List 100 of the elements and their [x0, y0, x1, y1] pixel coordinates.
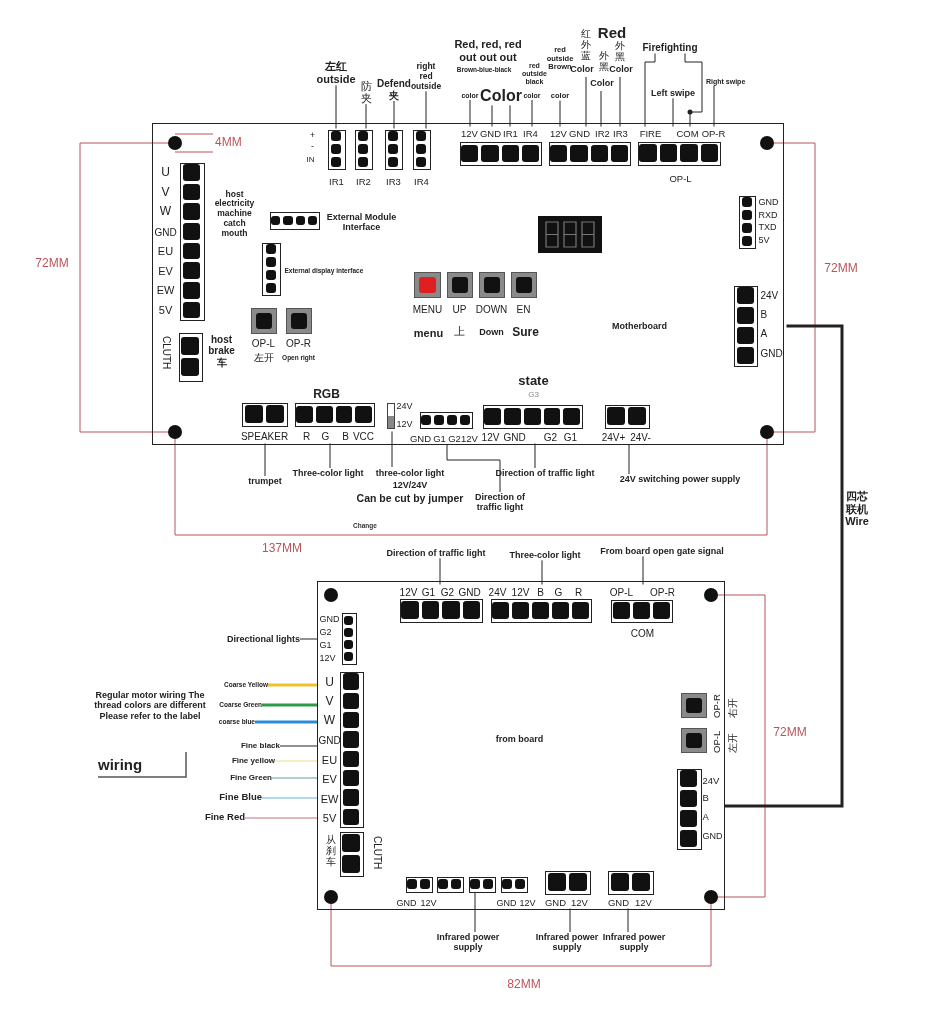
- pin-label: G: [554, 586, 563, 598]
- annotation-text: Infrared power supply: [602, 932, 666, 953]
- pin-label: W: [159, 204, 172, 219]
- leader-line: [534, 443, 536, 469]
- pin-label: U: [161, 165, 170, 180]
- annotation-text: Color: [480, 87, 522, 106]
- pin-label: GND: [154, 226, 177, 238]
- pin-label: IR1: [503, 128, 518, 140]
- circuit-board: [152, 123, 784, 445]
- pin-label: 24V: [760, 289, 779, 301]
- pin-label: 12V: [481, 431, 500, 443]
- pin-label: B: [342, 430, 349, 442]
- pin-label: GND: [544, 897, 567, 909]
- leader-line: [585, 76, 587, 127]
- pin-label: SPEAKER: [240, 430, 289, 442]
- connector: [468, 876, 496, 893]
- pin-label: 12V: [396, 418, 413, 429]
- leader-line: [509, 104, 511, 127]
- pin-label: RXD: [758, 209, 778, 220]
- pin-label: 5V: [758, 234, 770, 245]
- leader-line: [474, 892, 476, 933]
- annotation-text: Color: [570, 64, 594, 75]
- pin-label: OP-R: [701, 128, 726, 140]
- pin-label: GND: [458, 586, 481, 598]
- button-label: OP-R: [286, 337, 311, 349]
- button-label: DOWN: [475, 303, 508, 315]
- wire: [274, 760, 318, 762]
- annotation-text: 外黑: [598, 50, 610, 72]
- pin-label: 24V-: [630, 431, 651, 443]
- pin-label: 24V+: [601, 431, 626, 443]
- annotation-text: Direction of traffic light: [386, 548, 486, 559]
- pin-label: G1: [433, 433, 446, 445]
- leader-line: [628, 444, 630, 475]
- pin-label: GND: [318, 734, 341, 746]
- pin-label: OP-L: [609, 586, 634, 598]
- note-text: wiring: [98, 756, 143, 774]
- pin-label: 24V: [488, 586, 507, 598]
- dimension-label: 72MM: [773, 726, 807, 740]
- pin-label: CLUTH: [160, 335, 171, 369]
- annotation-text: Firefighting: [642, 42, 698, 54]
- annotation-text: 外黑: [614, 40, 626, 62]
- pin-label: B: [760, 308, 768, 320]
- annotation-text: Defend 夹: [377, 78, 411, 101]
- annotation-text: 左红 outside: [316, 60, 356, 86]
- annotation-text: Can be cut by jumper: [356, 492, 464, 505]
- button-label: OP-R: [711, 693, 723, 718]
- button-label: 左开: [253, 351, 274, 363]
- wire: [255, 720, 318, 724]
- annotation-text: Color: [609, 64, 633, 75]
- connector: [436, 876, 464, 893]
- pin-label: TXD: [758, 221, 777, 232]
- pin-label: G2: [543, 431, 558, 443]
- pin-label: 12V: [461, 433, 478, 445]
- pin-label: B: [702, 792, 709, 804]
- annotation-text: 防夹: [359, 80, 373, 105]
- pin-label: 24V: [702, 775, 720, 787]
- dimension-label: 4MM: [215, 136, 242, 150]
- button-label: menu: [413, 326, 444, 340]
- leader-line: [600, 90, 602, 127]
- leader-line: [672, 97, 674, 127]
- pin-label: 12V: [461, 128, 478, 140]
- pin-label: A: [702, 811, 709, 823]
- pin-label: External Module Interface: [325, 211, 398, 233]
- leader-line: [469, 99, 471, 127]
- annotation-text: Color: [590, 78, 614, 89]
- leader-line: [644, 53, 656, 127]
- pin-label: GND: [479, 128, 502, 140]
- annotation-text: From board open gate signal: [600, 546, 724, 557]
- pin-label: IR2: [356, 176, 371, 188]
- annotation-text: 红外蓝: [580, 28, 592, 61]
- annotation-text: Directional lights: [227, 634, 300, 645]
- pin-label: R: [302, 430, 311, 442]
- wire: [262, 703, 318, 707]
- pin-label: IR4: [523, 128, 538, 140]
- pin-label: U: [325, 675, 334, 690]
- annotation-text: Fine Green: [230, 773, 272, 783]
- dimension-label: 82MM: [507, 978, 541, 992]
- cable: [724, 324, 844, 808]
- pin-label: EU: [321, 753, 338, 767]
- pin-label: 12V: [319, 652, 336, 663]
- button-label: EN: [516, 303, 531, 315]
- button-label: MENU: [412, 303, 443, 315]
- leader-line: [439, 557, 441, 585]
- wire: [271, 777, 318, 779]
- leader-line: [559, 100, 561, 127]
- pin-label: 12V: [420, 897, 437, 908]
- annotation-text: Direction of traffic light: [495, 468, 595, 479]
- pin-label: 12V: [571, 897, 588, 909]
- leader-line: [531, 99, 533, 127]
- annotation-text: Direction of traffic light: [465, 492, 535, 513]
- pin-label: GND: [503, 431, 526, 443]
- annotation-text: three-color light: [375, 468, 445, 479]
- note-text: Regular motor wiring The thread colors are different Please refer to the label: [93, 690, 207, 722]
- pin-label: 12V: [399, 586, 418, 598]
- leader-line: [491, 104, 493, 127]
- pin-label: G: [321, 430, 330, 442]
- wire: [261, 797, 318, 799]
- annotation-text: 12V/24V: [392, 480, 428, 491]
- annotation-text: right red outside: [410, 62, 442, 92]
- pin-label: G1: [421, 586, 436, 598]
